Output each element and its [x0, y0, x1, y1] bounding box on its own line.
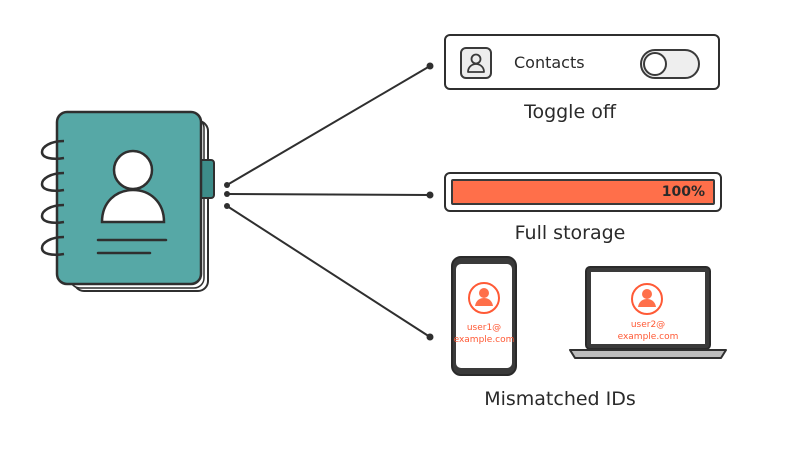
dot-target-devices — [426, 333, 434, 341]
storage-track: 100% — [451, 179, 715, 205]
address-book-avatar-body — [100, 188, 166, 224]
dot-source-1 — [224, 182, 230, 188]
laptop-user-icon-body — [638, 299, 656, 307]
laptop-device — [569, 266, 727, 359]
toggle-caption: Toggle off — [524, 101, 616, 123]
connector-devices — [226, 205, 431, 338]
phone-device — [451, 256, 517, 376]
storage-fill — [453, 181, 713, 203]
address-book-icon — [40, 110, 215, 292]
ring-2 — [40, 171, 65, 192]
connector-storage — [226, 193, 431, 196]
user-icon — [460, 47, 492, 79]
contacts-toggle-switch[interactable] — [640, 49, 700, 79]
connector-dots — [224, 62, 434, 341]
address-book-rings — [40, 139, 65, 256]
contacts-label: Contacts — [514, 53, 585, 72]
phone-user-icon-ring — [468, 282, 500, 314]
dot-target-storage — [426, 191, 434, 199]
ring-1 — [40, 139, 65, 160]
connectors — [226, 65, 431, 338]
dot-source-3 — [224, 203, 230, 209]
connector-toggle — [226, 65, 431, 186]
storage-percent: 100% — [661, 184, 705, 200]
phone-email-line-1: user1@ — [466, 323, 502, 333]
phone-screen — [456, 264, 512, 368]
laptop-user-icon-ring — [631, 283, 663, 315]
toggle-knob — [643, 52, 667, 76]
storage-caption: Full storage — [514, 222, 626, 244]
storage-bar: 100% — [444, 172, 722, 212]
laptop-user-icon-head — [642, 289, 652, 299]
contacts-toggle-card: Contacts — [444, 34, 720, 90]
phone-user-icon-body — [475, 298, 493, 306]
dot-target-toggle — [426, 62, 434, 70]
ring-4 — [40, 235, 65, 256]
user-icon-glyph — [467, 53, 485, 73]
ring-3 — [40, 203, 65, 224]
laptop-email-line-2: example.com — [617, 332, 679, 342]
address-book-avatar-head — [112, 149, 154, 191]
laptop-email-line-1: user2@ — [630, 320, 666, 330]
devices-caption: Mismatched IDs — [484, 388, 636, 410]
phone-email-line-2: example.com — [453, 335, 515, 345]
dot-source-2 — [224, 191, 230, 197]
laptop-base — [569, 349, 727, 359]
phone-user-icon-head — [479, 288, 489, 298]
